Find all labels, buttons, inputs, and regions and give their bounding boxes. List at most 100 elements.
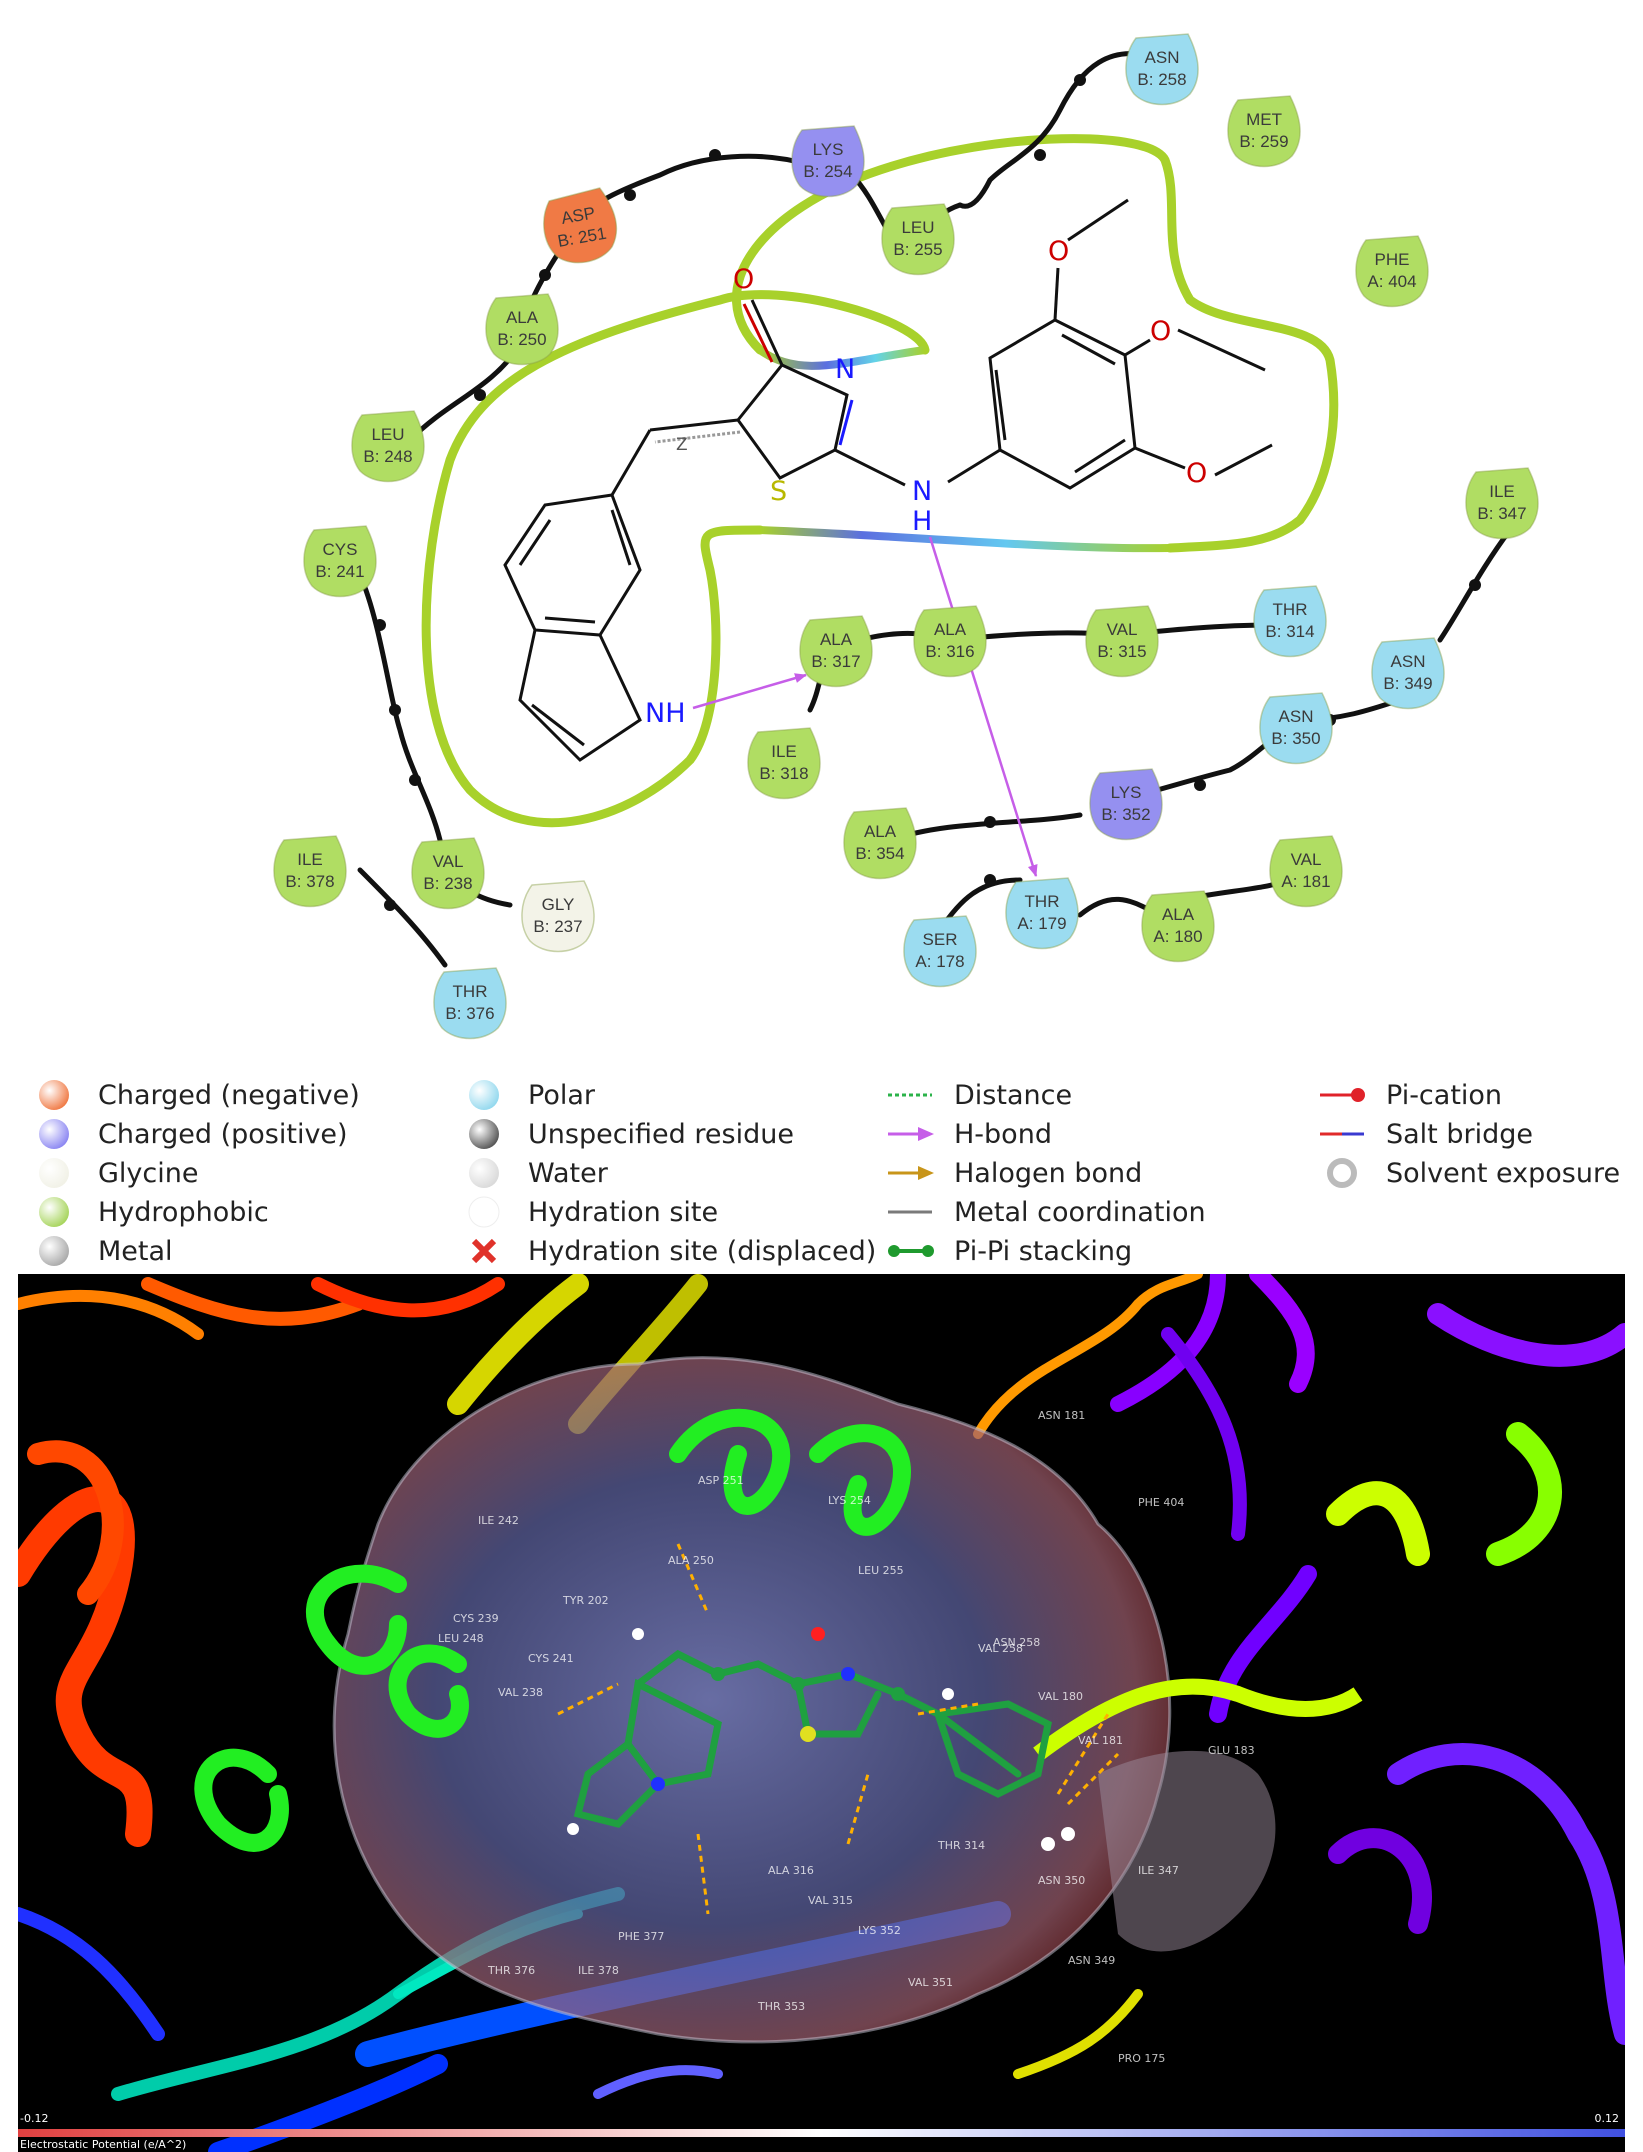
residue-thr376[interactable]: THR B: 376	[433, 967, 507, 1040]
residue-label-3d: LEU 255	[858, 1564, 904, 1577]
residue-label-3d: THR 376	[487, 1964, 535, 1977]
residue-label-3d: THR 353	[757, 2000, 805, 2013]
residue-number: B: 317	[811, 652, 860, 671]
residue-number: B: 250	[497, 330, 546, 349]
residue-name: ALA	[506, 308, 539, 327]
legend-symbol-icon	[32, 1076, 98, 1115]
residue-number: B: 258	[1137, 70, 1186, 89]
atom-n-linker: N	[912, 476, 932, 507]
residue-name: LYS	[813, 140, 844, 159]
atom-nh-indole: NH	[645, 698, 686, 729]
legend-item-salt-bridge: Salt bridge	[1320, 1115, 1620, 1154]
legend-label: Charged (positive)	[98, 1119, 348, 1150]
residue-shape	[747, 727, 821, 800]
residue-number: B: 255	[893, 240, 942, 259]
backbone-chains	[357, 51, 1513, 968]
legend-label: Charged (negative)	[98, 1080, 360, 1111]
residue-number: A: 178	[915, 952, 964, 971]
legend-label: H-bond	[954, 1119, 1052, 1150]
legend-item-hydration-site: Hydration site	[462, 1193, 876, 1232]
residue-name: VAL	[1107, 620, 1138, 639]
residue-label-3d: VAL 258	[978, 1642, 1023, 1655]
colorbar	[18, 2129, 1625, 2137]
residue-shape	[1253, 585, 1327, 658]
legend-label: Glycine	[98, 1158, 199, 1189]
residue-label-3d: ASN 181	[1038, 1409, 1085, 1422]
residue-name: ALA	[864, 822, 897, 841]
secondary-surface	[1098, 1750, 1276, 1952]
colorbar-max-label: 0.12	[1594, 2112, 1620, 2125]
residue-name: SER	[923, 930, 958, 949]
hbond-nh-thr179	[928, 536, 1038, 877]
residue-shape	[1125, 33, 1199, 106]
atom-n-ring: N	[835, 354, 855, 385]
residue-label-3d: ILE 242	[478, 1514, 519, 1527]
atom-o-bottom: O	[1186, 458, 1207, 489]
residue-label-3d: ASN 258	[993, 1636, 1040, 1649]
legend-item-metal-coordination: Metal coordination	[888, 1193, 1206, 1232]
residue-name: THR	[1025, 892, 1060, 911]
legend-label: Metal	[98, 1236, 173, 1267]
residue-number: B: 238	[423, 874, 472, 893]
legend-symbol-icon	[1320, 1076, 1386, 1115]
legend-label: Hydrophobic	[98, 1197, 269, 1228]
residue-ser178[interactable]: SER A: 178	[903, 915, 977, 988]
atom-o-mid: O	[1150, 316, 1171, 347]
legend-label: Pi-Pi stacking	[954, 1236, 1133, 1267]
residue-label-3d: ALA 316	[768, 1864, 814, 1877]
residue-number: B: 376	[445, 1004, 494, 1023]
residue-name: MET	[1246, 110, 1282, 129]
legend-label: Hydration site (displaced)	[528, 1236, 877, 1267]
residue-name: ASN	[1145, 48, 1180, 67]
hbond-nh-ala317	[692, 673, 807, 710]
residue-name: CYS	[323, 540, 358, 559]
residue-number: B: 352	[1101, 805, 1150, 824]
residue-shape	[903, 915, 977, 988]
residue-label-3d: THR 314	[937, 1839, 985, 1852]
legend-symbol-icon	[32, 1232, 98, 1271]
residue-shape	[1465, 467, 1539, 540]
legend-symbol-icon	[32, 1154, 98, 1193]
residue-shape	[1259, 692, 1333, 765]
residue-shape	[303, 525, 377, 598]
residue-number: A: 404	[1367, 272, 1416, 291]
residue-shape	[273, 835, 347, 908]
residue-shape	[791, 125, 865, 198]
residue-asn258[interactable]: ASN B: 258	[1125, 33, 1199, 106]
residue-shape	[1005, 877, 1079, 950]
legend-item-solvent-exposure: Solvent exposure	[1320, 1154, 1620, 1193]
legend-symbol-icon	[32, 1115, 98, 1154]
residue-name: THR	[453, 982, 488, 1001]
residue-label-3d: ASN 350	[1038, 1874, 1085, 1887]
legend-symbol-icon	[462, 1076, 528, 1115]
residue-shape	[1355, 235, 1429, 308]
residue-ala250[interactable]: ALA B: 250	[485, 293, 559, 366]
residue-label-3d: VAL 180	[1038, 1690, 1083, 1703]
ligand-atom-labels: O N S N H NH Z O O O	[645, 236, 1207, 729]
